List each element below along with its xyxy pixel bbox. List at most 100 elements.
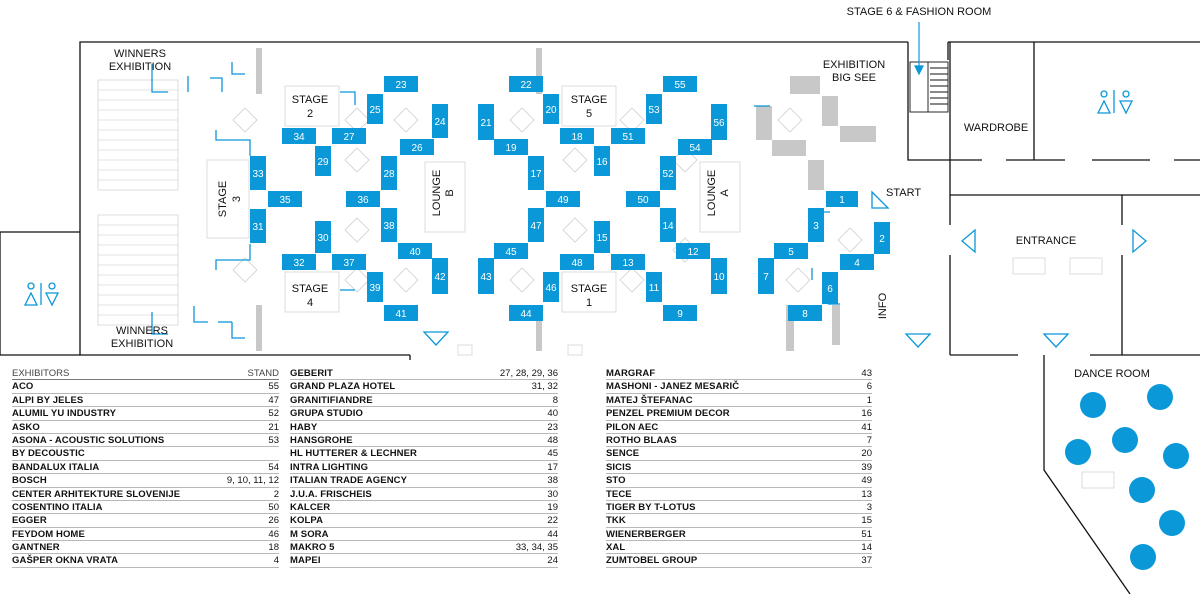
exhibitor-stand: 48	[547, 434, 558, 446]
stand[interactable]: 51	[611, 128, 645, 144]
stand[interactable]: 10	[711, 258, 727, 294]
svg-text:45: 45	[505, 247, 517, 258]
svg-text:15: 15	[596, 233, 608, 244]
stand[interactable]: 56	[711, 104, 727, 140]
stand[interactable]: 38	[381, 208, 397, 242]
svg-text:7: 7	[763, 272, 769, 283]
stand[interactable]: 30	[315, 221, 331, 253]
exhibitor-row: INTRA LIGHTING 17	[290, 461, 558, 475]
stand[interactable]: 23	[384, 76, 418, 92]
stand[interactable]: 52	[660, 156, 676, 190]
stand[interactable]: 33	[250, 156, 266, 190]
stand[interactable]: 25	[367, 94, 383, 124]
exhibitor-stand: 17	[547, 461, 558, 473]
stand[interactable]: 47	[528, 208, 544, 242]
exhibitor-stand: 53	[268, 434, 279, 446]
svg-text:32: 32	[293, 258, 305, 269]
stand[interactable]: 27	[332, 128, 366, 144]
exhibitor-stand: 50	[268, 501, 279, 513]
stand[interactable]: 19	[494, 139, 528, 155]
stand[interactable]: 5	[774, 243, 808, 259]
exhibitor-name: M SORA	[290, 528, 329, 540]
exhibitor-stand: 49	[861, 475, 872, 487]
stand[interactable]: 40	[398, 243, 432, 259]
restroom-icon	[23, 90, 1134, 307]
exhibition-big-see-label: BIG SEE	[832, 72, 876, 84]
stand[interactable]: 14	[660, 208, 676, 242]
exhibitor-stand: 47	[268, 394, 279, 406]
stand[interactable]: 45	[494, 243, 528, 259]
stand[interactable]: 20	[543, 94, 559, 124]
stand[interactable]: 39	[367, 272, 383, 302]
stand[interactable]: 1	[826, 191, 858, 207]
stand[interactable]: 35	[268, 191, 302, 207]
stand[interactable]: 13	[611, 254, 645, 270]
exhibitor-stand: 33, 34, 35	[515, 542, 558, 554]
stand[interactable]: 55	[663, 76, 697, 92]
stand[interactable]: 28	[381, 156, 397, 190]
stand[interactable]: 43	[478, 258, 494, 294]
stand[interactable]: 41	[384, 305, 418, 321]
svg-text:34: 34	[293, 132, 305, 143]
stand[interactable]: 32	[282, 254, 316, 270]
svg-text:51: 51	[622, 132, 634, 143]
exhibitor-name: SENCE	[606, 448, 640, 460]
stand[interactable]: 6	[822, 272, 838, 304]
stand[interactable]: 26	[400, 139, 434, 155]
svg-text:8: 8	[802, 309, 808, 320]
exhibitor-name: ACO	[12, 381, 34, 393]
exhibitor-stand: 40	[547, 408, 558, 420]
stand[interactable]: 49	[546, 191, 580, 207]
stand[interactable]: 8	[788, 305, 822, 321]
stand[interactable]: 50	[626, 191, 660, 207]
stand[interactable]: 36	[346, 191, 380, 207]
exhibitor-stand: 19	[547, 501, 558, 513]
exhibitor-name: INTRA LIGHTING	[290, 461, 369, 473]
exhibitor-stand: 45	[547, 448, 558, 460]
stage3-platform	[206, 159, 250, 239]
stand[interactable]: 7	[758, 258, 774, 294]
exhibitor-name: CENTER ARHITEKTURE SLOVENIJE	[12, 488, 181, 500]
stand[interactable]: 44	[509, 305, 543, 321]
stand[interactable]: 16	[594, 146, 610, 176]
stand[interactable]: 12	[676, 243, 710, 259]
stage4-label: 4	[307, 297, 313, 309]
stand[interactable]: 21	[478, 104, 494, 140]
stand[interactable]: 17	[528, 156, 544, 190]
stand[interactable]: 53	[646, 94, 662, 124]
exhibitor-name: MASHONI - JANEZ MESARIČ	[606, 381, 740, 393]
stand[interactable]: 37	[332, 254, 366, 270]
stand[interactable]: 15	[594, 221, 610, 253]
dance-tables	[1065, 384, 1189, 570]
stand[interactable]: 11	[646, 272, 662, 302]
stand[interactable]: 3	[808, 208, 824, 242]
stand[interactable]: 24	[432, 104, 448, 138]
stand[interactable]: 34	[282, 128, 316, 144]
stand[interactable]: 54	[678, 139, 712, 155]
exhibitor-name: GRANITIFIANDRE	[290, 394, 373, 406]
stand[interactable]: 22	[509, 76, 543, 92]
stand[interactable]: 31	[250, 209, 266, 243]
stand[interactable]: 46	[543, 272, 559, 302]
stand[interactable]: 9	[663, 305, 697, 321]
stand[interactable]: 48	[560, 254, 594, 270]
dance-room-label: DANCE ROOM	[1074, 368, 1150, 380]
exhibitor-stand: 20	[861, 448, 872, 460]
svg-text:23: 23	[395, 80, 407, 91]
stand[interactable]: 18	[560, 128, 594, 144]
stand[interactable]: 4	[840, 254, 874, 270]
svg-text:36: 36	[357, 195, 369, 206]
exhibitor-name: GANTNER	[12, 542, 60, 554]
stand[interactable]: 2	[874, 222, 890, 254]
stand[interactable]: 42	[432, 258, 448, 294]
stand[interactable]: 29	[315, 146, 331, 176]
